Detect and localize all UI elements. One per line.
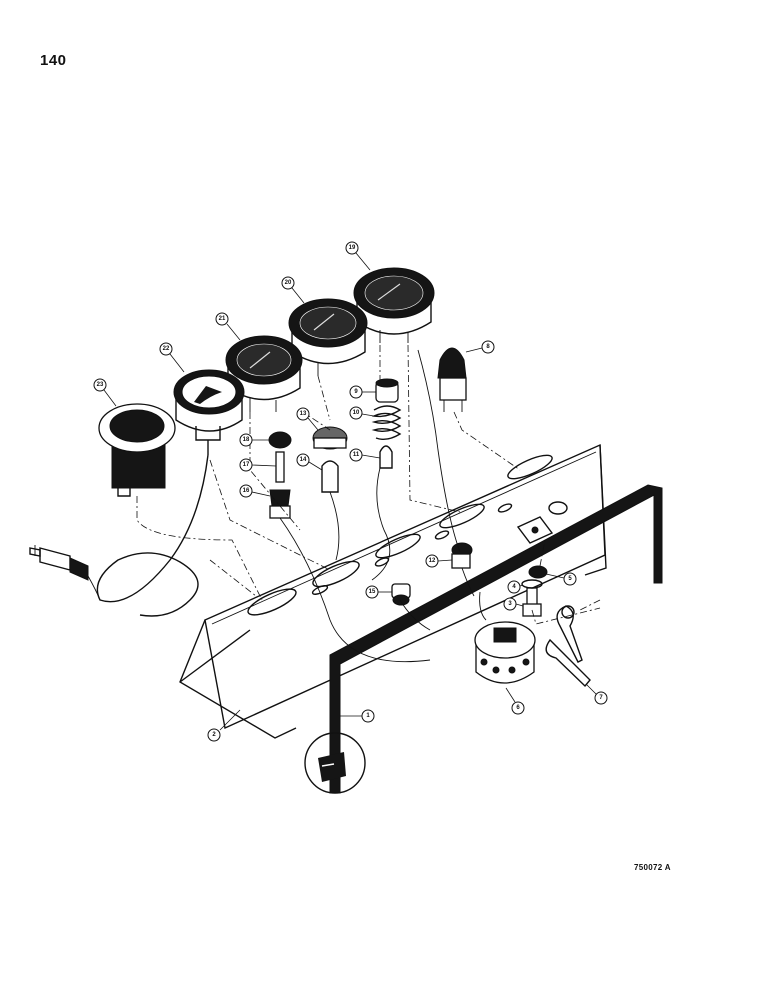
callout-4: 4: [507, 580, 524, 594]
keys-7: [545, 605, 591, 688]
callout-21: 21: [215, 312, 241, 341]
callout-23: 23: [93, 378, 117, 407]
svg-text:3: 3: [508, 601, 512, 607]
figure-id: 750072 A: [634, 863, 671, 872]
callout-20: 20: [281, 276, 305, 304]
lamp-9: [375, 378, 399, 403]
gauge-21: [225, 335, 303, 412]
instrument-panel: [179, 443, 607, 739]
svg-text:20: 20: [285, 280, 292, 286]
callout-9: 9: [349, 385, 376, 399]
ignition-switch-6: [474, 621, 536, 684]
svg-text:13: 13: [300, 411, 307, 417]
detail-circle: [304, 732, 366, 794]
rod-17: [275, 451, 285, 483]
lamp-8: [437, 347, 467, 412]
svg-text:23: 23: [97, 382, 104, 388]
svg-text:15: 15: [369, 589, 376, 595]
gauge-20: [288, 298, 368, 376]
callout-2: 2: [207, 709, 241, 742]
switch-15: [391, 583, 411, 606]
svg-text:8: 8: [486, 344, 490, 350]
callout-1: 1: [340, 709, 375, 723]
assembly-lines: [136, 344, 601, 625]
svg-text:16: 16: [243, 488, 250, 494]
svg-text:11: 11: [353, 452, 360, 458]
svg-text:6: 6: [516, 705, 520, 711]
svg-text:4: 4: [512, 584, 516, 590]
callout-14: 14: [296, 453, 323, 471]
switch-12: [451, 542, 473, 569]
callout-16: 16: [239, 484, 271, 498]
callout-3: 3: [503, 597, 524, 611]
callout-12: 12: [425, 554, 453, 568]
svg-text:22: 22: [163, 346, 170, 352]
washer-4: [521, 579, 543, 589]
svg-text:10: 10: [353, 410, 360, 416]
callout-7: 7: [585, 683, 608, 705]
svg-text:18: 18: [243, 437, 250, 443]
callout-11: 11: [349, 448, 381, 462]
callout-18: 18: [239, 433, 269, 447]
svg-text:7: 7: [599, 695, 603, 701]
callout-19: 19: [345, 241, 371, 271]
callout-22: 22: [159, 342, 185, 373]
gauge-22: [173, 369, 245, 455]
svg-text:19: 19: [349, 245, 356, 251]
gauge-19: [353, 267, 435, 343]
gauge-23: [98, 403, 176, 497]
wiring: [87, 349, 487, 663]
lens-13: [312, 426, 348, 450]
callout-15: 15: [365, 585, 392, 599]
bolt-3: [522, 587, 542, 617]
svg-text:14: 14: [300, 457, 307, 463]
svg-text:1: 1: [366, 713, 370, 719]
callout-13: 13: [296, 407, 319, 431]
svg-text:12: 12: [429, 558, 436, 564]
callout-6: 6: [505, 687, 525, 715]
svg-text:5: 5: [568, 576, 572, 582]
svg-text:17: 17: [243, 462, 250, 468]
callout-17: 17: [239, 458, 277, 472]
svg-text:2: 2: [212, 732, 216, 738]
callout-labels: 1 2 3 4 5 6 7 8: [93, 241, 608, 742]
cap-18: [268, 431, 292, 449]
temperature-sender: [29, 545, 89, 581]
svg-text:21: 21: [219, 316, 226, 322]
callout-5: 5: [545, 572, 577, 586]
page-number: 140: [40, 52, 67, 69]
nut-5: [528, 565, 548, 579]
spring-10: [371, 405, 402, 441]
callout-8: 8: [465, 340, 495, 354]
bulb-14: [321, 460, 339, 493]
callout-10: 10: [349, 406, 375, 420]
svg-text:9: 9: [354, 389, 358, 395]
bulb-11: [379, 445, 393, 469]
